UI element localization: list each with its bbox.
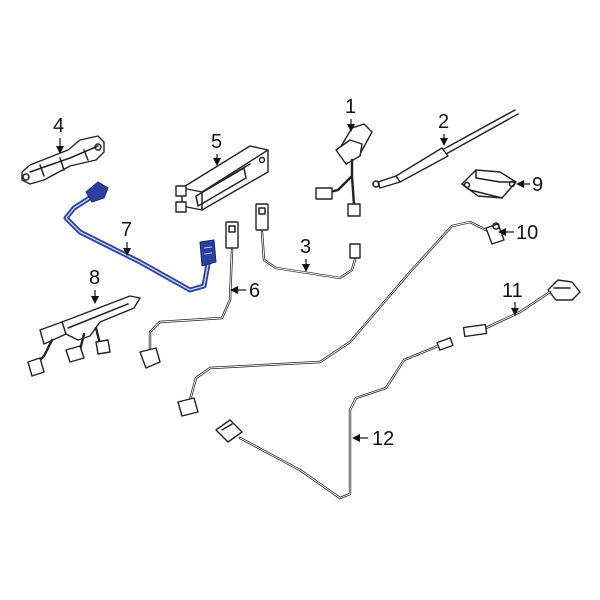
callout-9-label: 9: [532, 174, 543, 196]
callout-5: 5: [211, 131, 222, 166]
callout-6-label: 6: [249, 280, 260, 302]
callout-2-label: 2: [438, 111, 449, 133]
callout-8: 8: [89, 267, 100, 304]
callout-5-label: 5: [211, 131, 222, 153]
callout-8-label: 8: [89, 267, 100, 289]
callout-3-label: 3: [300, 236, 311, 258]
callout-12-label: 12: [372, 428, 394, 450]
callout-9: 9: [516, 174, 543, 196]
part-10-long-cable: [177, 220, 505, 417]
callout-10: 10: [498, 222, 538, 244]
part-1-antenna-base: [315, 123, 373, 217]
part-9-sensor: [461, 169, 517, 199]
callout-11-label: 11: [502, 280, 523, 302]
callout-1-label: 1: [345, 96, 356, 118]
part-6-lead: [139, 221, 239, 369]
part-7-cable-highlighted: [63, 181, 217, 293]
callout-11: 11: [502, 280, 523, 316]
part-3-lead: [255, 203, 361, 280]
part-8-harness-bracket: [27, 295, 141, 377]
part-2-antenna-rod: [372, 109, 519, 189]
callout-2: 2: [438, 111, 449, 146]
callout-4-label: 4: [53, 115, 64, 137]
callout-7: 7: [121, 219, 132, 256]
part-5-module: [175, 145, 269, 213]
callout-6: 6: [230, 280, 260, 302]
part-11-gps-antenna: [462, 279, 581, 338]
callout-1: 1: [345, 96, 356, 132]
part-4-bracket: [21, 135, 105, 185]
callout-12: 12: [352, 428, 394, 450]
callout-10-label: 10: [516, 222, 538, 244]
callout-4: 4: [53, 115, 64, 154]
part-12-lower-lead: [215, 337, 454, 500]
callout-3: 3: [300, 236, 311, 272]
callout-7-label: 7: [121, 219, 132, 241]
